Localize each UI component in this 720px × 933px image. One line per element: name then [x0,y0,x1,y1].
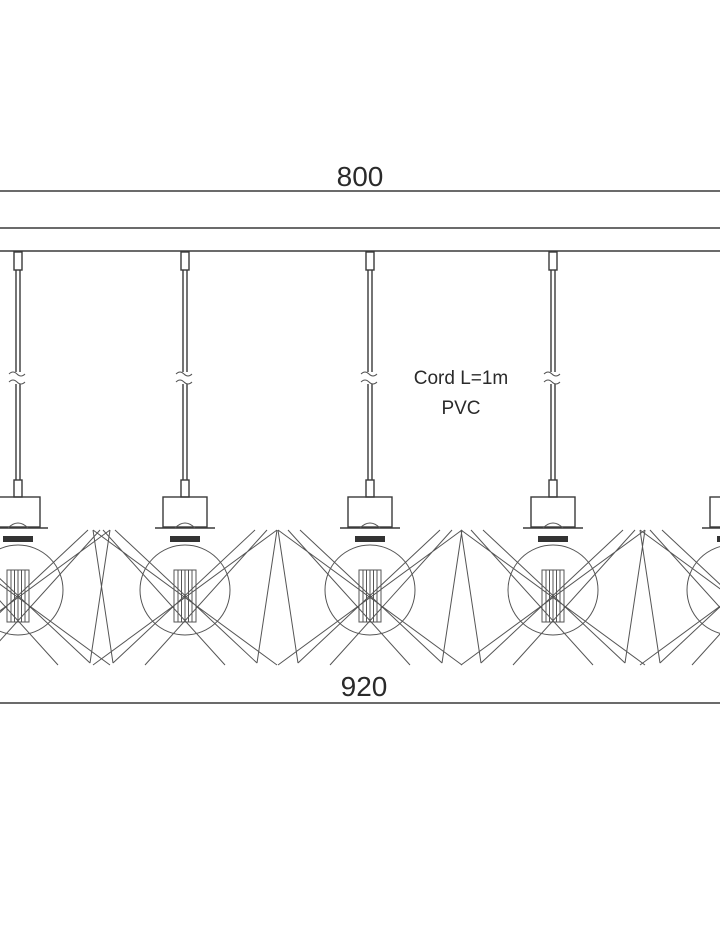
cord-connector [13,479,23,498]
wire-cage [277,529,463,666]
lamp-socket-ring [538,536,568,542]
ceiling-connector [548,251,558,271]
cord-break-icon [8,371,26,385]
wire-cage [92,529,278,666]
cord-break-icon [175,371,193,385]
pendant [0,251,111,666]
canopy [162,496,208,528]
cord-note: Cord L=1m PVC [414,368,509,419]
lamp-socket-cap [7,522,29,529]
bulb [686,546,720,634]
top-dimension: 800 [337,161,384,192]
bottom-dimension-label: 920 [341,671,388,702]
cord-break-icon [543,371,561,385]
lamp-socket-cap [542,522,564,529]
canopy [709,496,720,528]
pendants [0,251,720,666]
cord-break-icon [360,371,378,385]
lamp-socket-ring [717,536,720,542]
ceiling-connector [365,251,375,271]
lamp-socket-ring [170,536,200,542]
cord-connector [548,479,558,498]
pendant [460,251,646,666]
lamp-socket-cap [174,522,196,529]
pendant [639,496,720,666]
bulb [139,544,231,636]
cord-connector [180,479,190,498]
lamp-socket-ring [3,536,33,542]
cord-break-gap [363,372,377,384]
bulb [507,544,599,636]
cord-length-label: Cord L=1m [414,368,509,389]
canopy [0,496,41,528]
cord-connector [365,479,375,498]
cord-break-gap [178,372,192,384]
wire-cage [639,529,720,666]
ceiling-connector [180,251,190,271]
lamp-socket-cap [359,522,381,529]
top-dimension-label: 800 [337,161,384,192]
bottom-dimension: 920 [0,671,720,704]
ceiling-bar [0,190,720,252]
cord-break-gap [546,372,560,384]
cord-break-gap [11,372,25,384]
pendant [277,251,463,666]
bulb [0,544,64,636]
cord-material-label: PVC [441,398,480,419]
wire-cage [0,529,111,666]
pendant [92,251,278,666]
canopy [530,496,576,528]
wire-cage [460,529,646,666]
lamp-socket-ring [355,536,385,542]
canopy [347,496,393,528]
ceiling-connector [13,251,23,271]
bulb [324,544,416,636]
